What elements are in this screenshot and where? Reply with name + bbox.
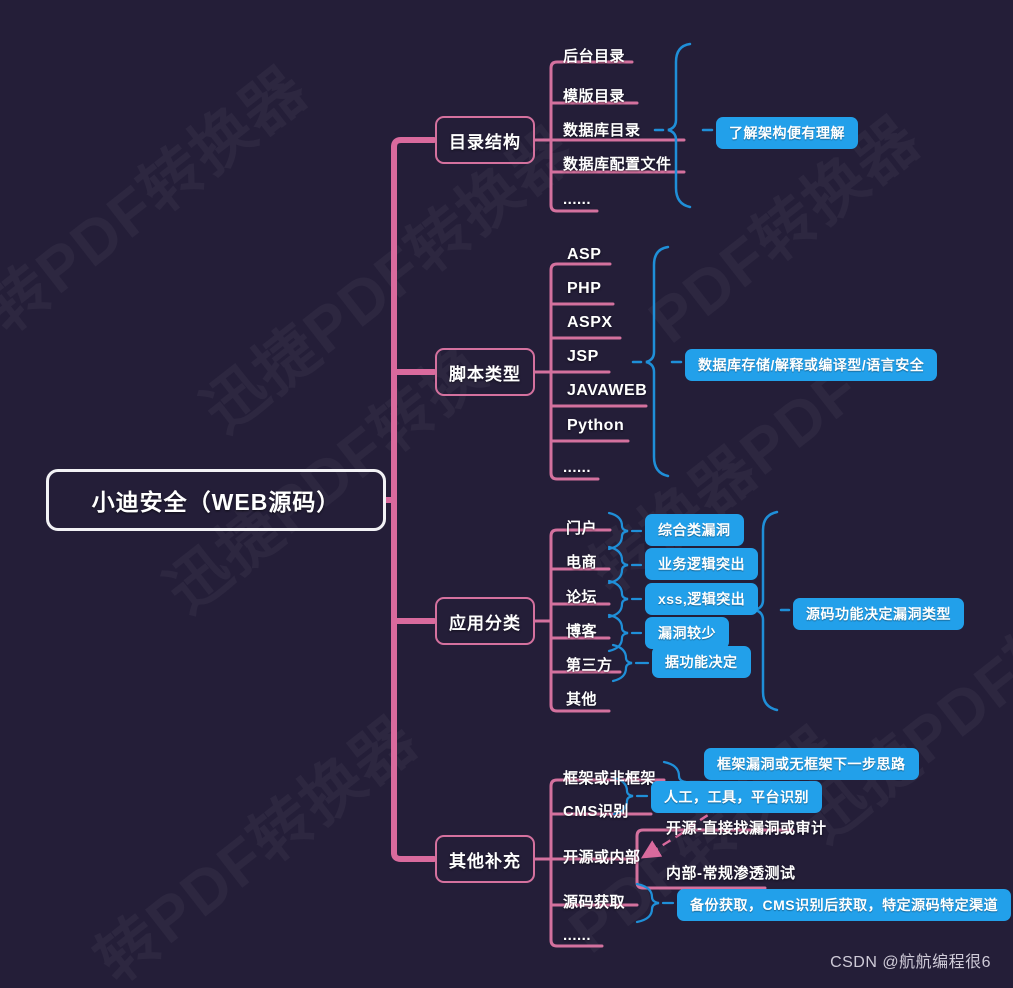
leaf-label[interactable]: ASP — [567, 246, 602, 263]
branch-label: 脚本类型 — [449, 364, 521, 384]
summary-badge-dir-structure[interactable]: 了解架构便有理解 — [716, 117, 858, 149]
summary-badge-app-category[interactable]: 源码功能决定漏洞类型 — [793, 598, 964, 630]
watermark-tile: 转PDF转换器 — [0, 41, 323, 350]
leaf-label[interactable]: ...... — [563, 459, 592, 476]
leaf-label[interactable]: ...... — [563, 927, 592, 944]
leaf-label[interactable]: JAVAWEB — [567, 382, 648, 399]
branch-label: 应用分类 — [449, 613, 521, 633]
leaf-label[interactable]: PHP — [567, 280, 602, 297]
leaf-label[interactable]: 其他 — [566, 691, 598, 708]
branch-node-dir-structure[interactable]: 目录结构 — [435, 116, 535, 164]
leaf-label[interactable]: JSP — [567, 348, 599, 365]
leaf-label[interactable]: 后台目录 — [563, 48, 626, 65]
leaf-label[interactable]: ASPX — [567, 314, 613, 331]
leaf-label[interactable]: 模版目录 — [563, 88, 626, 105]
leaf-badge[interactable]: xss,逻辑突出 — [645, 583, 759, 615]
leaf-label[interactable]: 数据库目录 — [563, 122, 641, 139]
sub-leaf-label[interactable]: 内部-常规渗透测试 — [666, 865, 796, 882]
leaf-label[interactable]: 源码获取 — [563, 894, 626, 911]
leaf-label[interactable]: 博客 — [566, 623, 598, 640]
leaf-badge[interactable]: 据功能决定 — [652, 646, 751, 678]
leaf-badge[interactable]: 人工，工具，平台识别 — [651, 781, 822, 813]
summary-badge-script-type[interactable]: 数据库存储/解释或编译型/语言安全 — [685, 349, 938, 381]
branch-node-app-category[interactable]: 应用分类 — [435, 597, 535, 645]
leaf-badge[interactable]: 业务逻辑突出 — [645, 548, 758, 580]
leaf-label[interactable]: 论坛 — [566, 589, 598, 606]
leaf-label[interactable]: CMS识别 — [563, 803, 629, 820]
leaf-label[interactable]: 第三方 — [566, 657, 613, 674]
leaf-badge[interactable]: 综合类漏洞 — [645, 514, 744, 546]
leaf-label[interactable]: 框架或非框架 — [563, 770, 657, 787]
sub-leaf-label[interactable]: 开源-直接找漏洞或审计 — [666, 820, 827, 837]
leaf-label[interactable]: 电商 — [566, 554, 598, 571]
branch-label: 其他补充 — [449, 851, 521, 871]
leaf-label[interactable]: 门户 — [566, 520, 598, 537]
csdn-watermark: CSDN @航航编程很6 — [830, 954, 991, 971]
leaf-label[interactable]: Python — [567, 417, 625, 434]
leaf-badge[interactable]: 漏洞较少 — [645, 617, 729, 649]
leaf-label[interactable]: 数据库配置文件 — [563, 156, 672, 173]
leaf-badge[interactable]: 备份获取，CMS识别后获取，特定源码特定渠道 — [677, 889, 1012, 921]
root-node[interactable]: 小迪安全（WEB源码） — [46, 469, 386, 531]
watermark-tile: 转PDF转换器 — [73, 691, 433, 988]
leaf-label[interactable]: 开源或内部 — [563, 849, 641, 866]
leaf-label[interactable]: ...... — [563, 191, 592, 208]
branch-label: 目录结构 — [449, 132, 521, 152]
root-node-label: 小迪安全（WEB源码） — [91, 489, 341, 515]
branch-node-script-type[interactable]: 脚本类型 — [435, 348, 535, 396]
branch-node-other-supplement[interactable]: 其他补充 — [435, 835, 535, 883]
leaf-badge[interactable]: 框架漏洞或无框架下一步思路 — [704, 748, 919, 780]
